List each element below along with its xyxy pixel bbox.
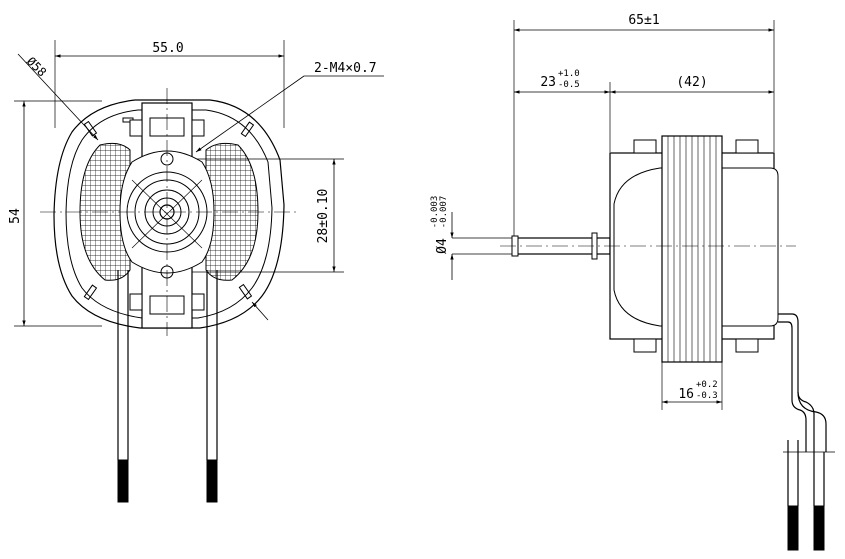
side-stack (661, 135, 723, 363)
dim-shaft-dia-tol-lower: -0.007 (439, 196, 449, 229)
dim-shaft-extension-label: 23 (540, 75, 556, 90)
front-slot (240, 121, 255, 138)
dim-shaft-extension: 23 +1.0 -0.5 (514, 69, 611, 152)
front-slot (83, 284, 98, 301)
front-clip (191, 119, 205, 137)
front-clip (129, 293, 143, 311)
dim-shaft-dia-tol-upper: -0.003 (430, 196, 440, 229)
dim-holes-label: 2-M4×0.7 (314, 61, 377, 76)
dim-diameter-label: Ø58 (24, 54, 49, 79)
dim-body-length: (42) (610, 75, 774, 94)
front-lead-wires (117, 270, 218, 503)
dim-height: 54 (8, 100, 102, 327)
front-frame-inner (65, 109, 273, 319)
dim-stack-tol-lower: -0.3 (696, 391, 718, 401)
front-frame-outer (53, 99, 285, 329)
side-frame-tab (735, 338, 759, 353)
dim-stack-label: 16 (678, 387, 694, 402)
dim-shaft-dia: Ø4 -0.003 -0.007 (430, 196, 514, 280)
front-view: 55.0 54 Ø58 2-M4×0.7 28±0.10 (8, 40, 384, 503)
dim-stack-tol-upper: +0.2 (696, 380, 718, 390)
dim-width: 55.0 (54, 40, 285, 128)
dim-width-label: 55.0 (152, 41, 183, 56)
dim-shaft-extension-tol-lower: -0.5 (558, 80, 580, 90)
dim-shaft-extension-tol-upper: +1.0 (558, 69, 580, 79)
dim-overall-length: 65±1 (513, 13, 775, 250)
dim-body-length-label: (42) (676, 75, 707, 90)
dim-stack: 16 +0.2 -0.3 (661, 360, 723, 410)
front-clip (191, 293, 205, 311)
dim-shaft-dia-label: Ø4 (435, 238, 450, 254)
side-view: 65±1 23 +1.0 -0.5 (42) Ø4 -0.003 -0.007 (430, 13, 835, 551)
side-frame-tab (633, 338, 657, 353)
front-slot (83, 120, 98, 137)
side-frame-tab (633, 139, 657, 154)
front-clip (129, 119, 143, 137)
side-frame-tab (735, 139, 759, 154)
dim-overall-length-label: 65±1 (628, 13, 659, 28)
dim-height-label: 54 (8, 208, 23, 224)
front-slot (238, 283, 253, 300)
dim-hole-pitch-label: 28±0.10 (316, 189, 331, 244)
side-lead-wires (778, 313, 835, 551)
dim-holes: 2-M4×0.7 (195, 61, 384, 153)
